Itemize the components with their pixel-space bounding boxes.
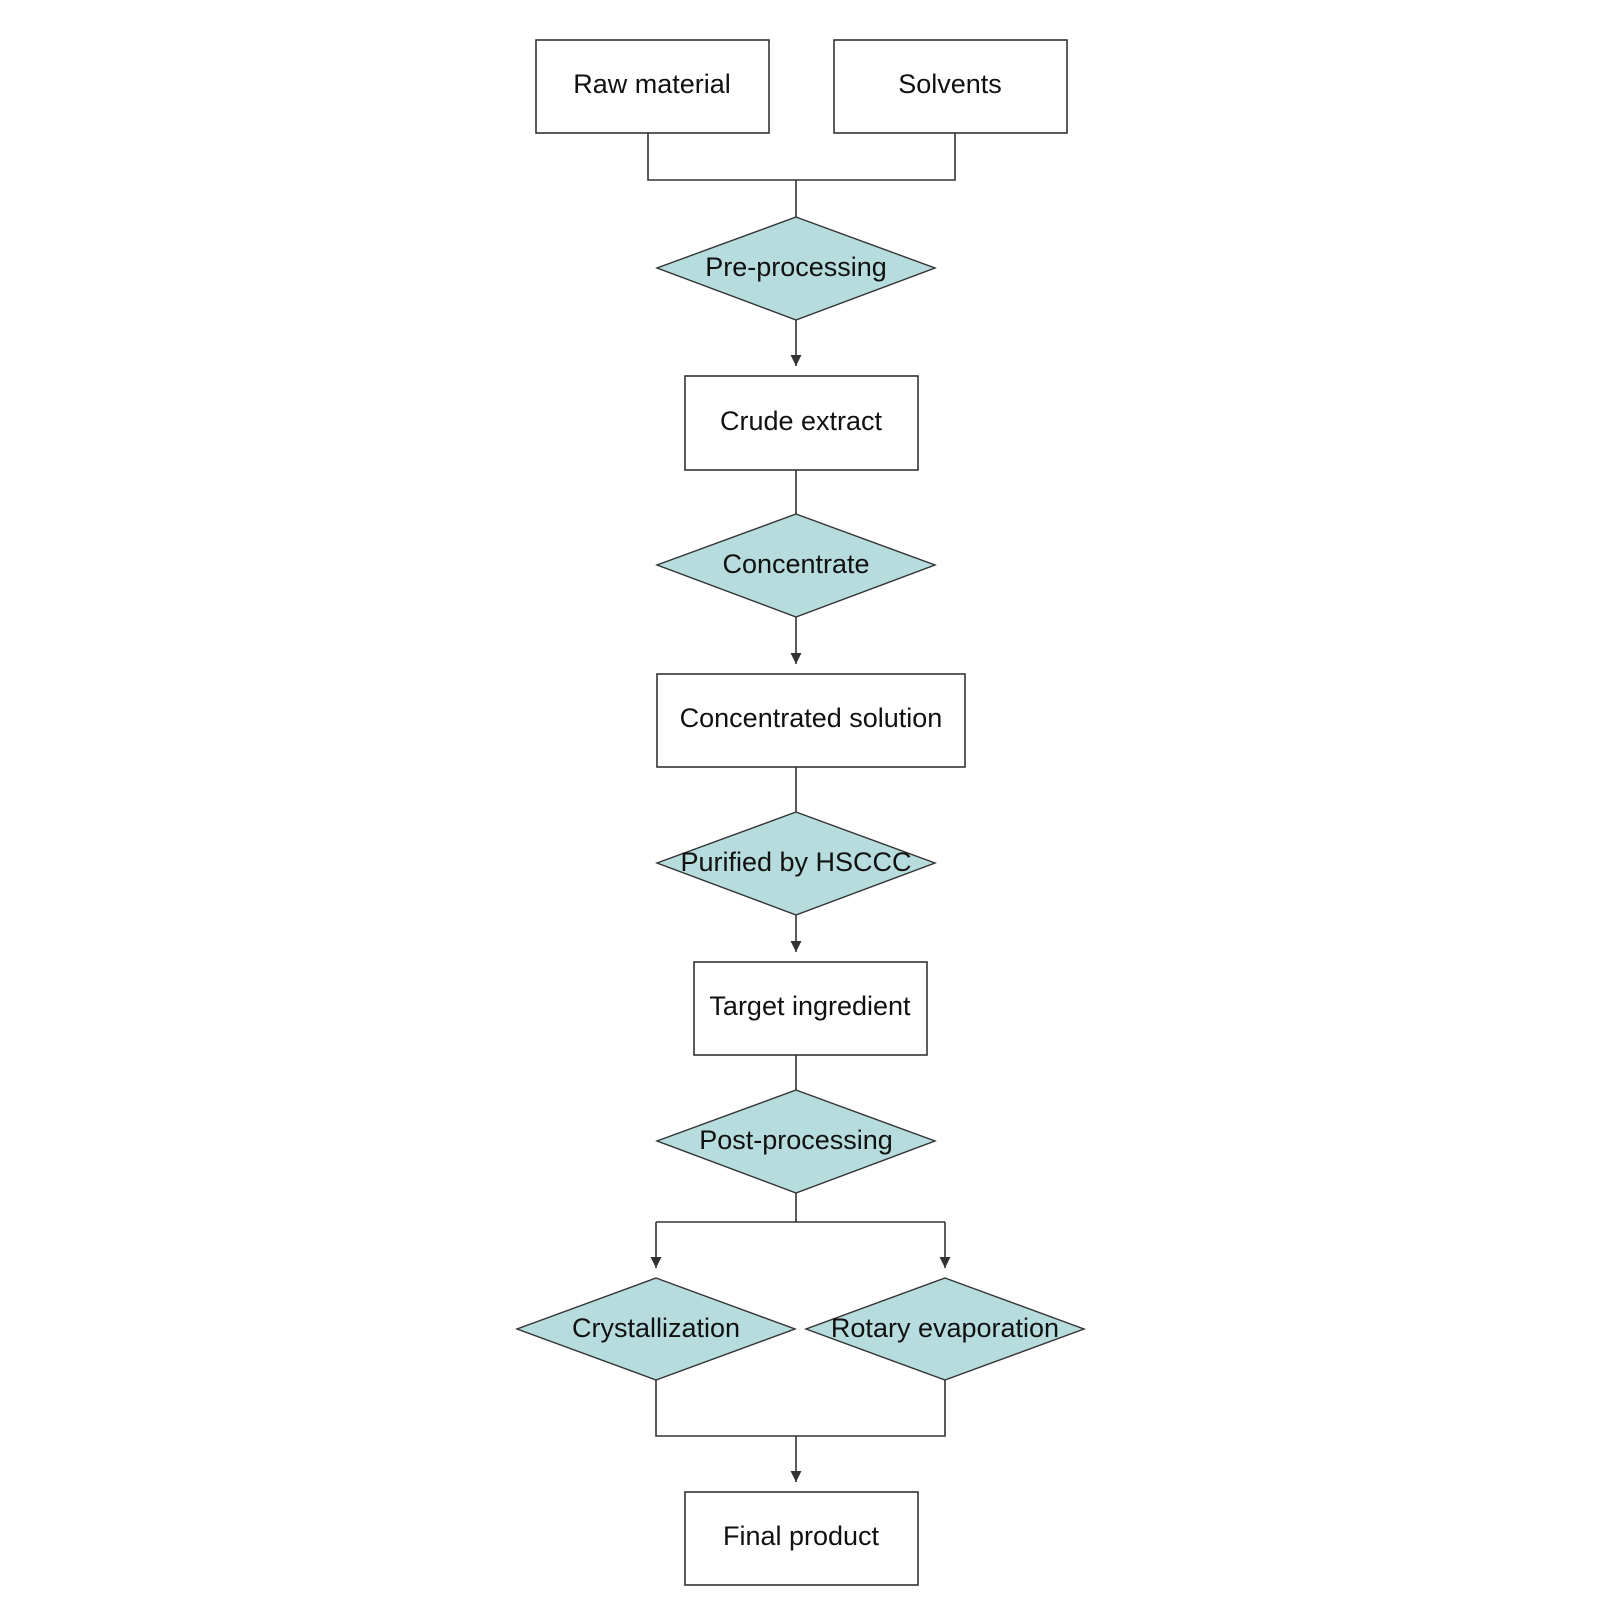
label-raw-material: Raw material (573, 69, 731, 99)
diamond-post-processing (654, 1089, 938, 1194)
node-concentrated-solution: Concentrated solution (656, 673, 966, 768)
diamond-crystallization (514, 1277, 798, 1381)
node-rotary-evaporation: Rotary evaporation (803, 1277, 1087, 1381)
node-target-ingredient: Target ingredient (693, 961, 928, 1056)
node-raw-material: Raw material (535, 39, 770, 134)
node-purified-by-hsccc: Purified by HSCCC (654, 811, 938, 916)
box-final-product (684, 1491, 919, 1586)
diamond-rotary-evaporation (803, 1277, 1087, 1381)
connector-inputs-merge (647, 133, 956, 217)
connector-postprocessing-split (656, 1193, 945, 1223)
label-target-ingredient: Target ingredient (709, 991, 911, 1021)
box-concentrated-solution (656, 673, 966, 768)
node-final-product: Final product (684, 1491, 919, 1586)
connector-merge-to-final (655, 1380, 946, 1482)
diamond-concentrate (654, 513, 938, 618)
connectors (647, 133, 956, 1482)
label-purified-by-hsccc: Purified by HSCCC (680, 847, 911, 877)
label-concentrated-solution: Concentrated solution (680, 703, 943, 733)
diamond-pre-processing (654, 216, 938, 321)
label-crude-extract: Crude extract (720, 406, 883, 436)
label-rotary-evaporation: Rotary evaporation (831, 1313, 1059, 1343)
node-crystallization: Crystallization (514, 1277, 798, 1381)
box-target-ingredient (693, 961, 928, 1056)
label-crystallization: Crystallization (572, 1313, 740, 1343)
node-pre-processing: Pre-processing (654, 216, 938, 321)
label-solvents: Solvents (898, 69, 1002, 99)
diamond-purified-by-hsccc (654, 811, 938, 916)
label-post-processing: Post-processing (699, 1125, 893, 1155)
label-final-product: Final product (723, 1521, 880, 1551)
label-concentrate: Concentrate (722, 549, 869, 579)
node-solvents: Solvents (833, 39, 1068, 134)
node-post-processing: Post-processing (654, 1089, 938, 1194)
box-crude-extract (684, 375, 919, 471)
box-solvents (833, 39, 1068, 134)
node-concentrate: Concentrate (654, 513, 938, 618)
node-crude-extract: Crude extract (684, 375, 919, 471)
label-pre-processing: Pre-processing (705, 252, 887, 282)
box-raw-material (535, 39, 770, 134)
